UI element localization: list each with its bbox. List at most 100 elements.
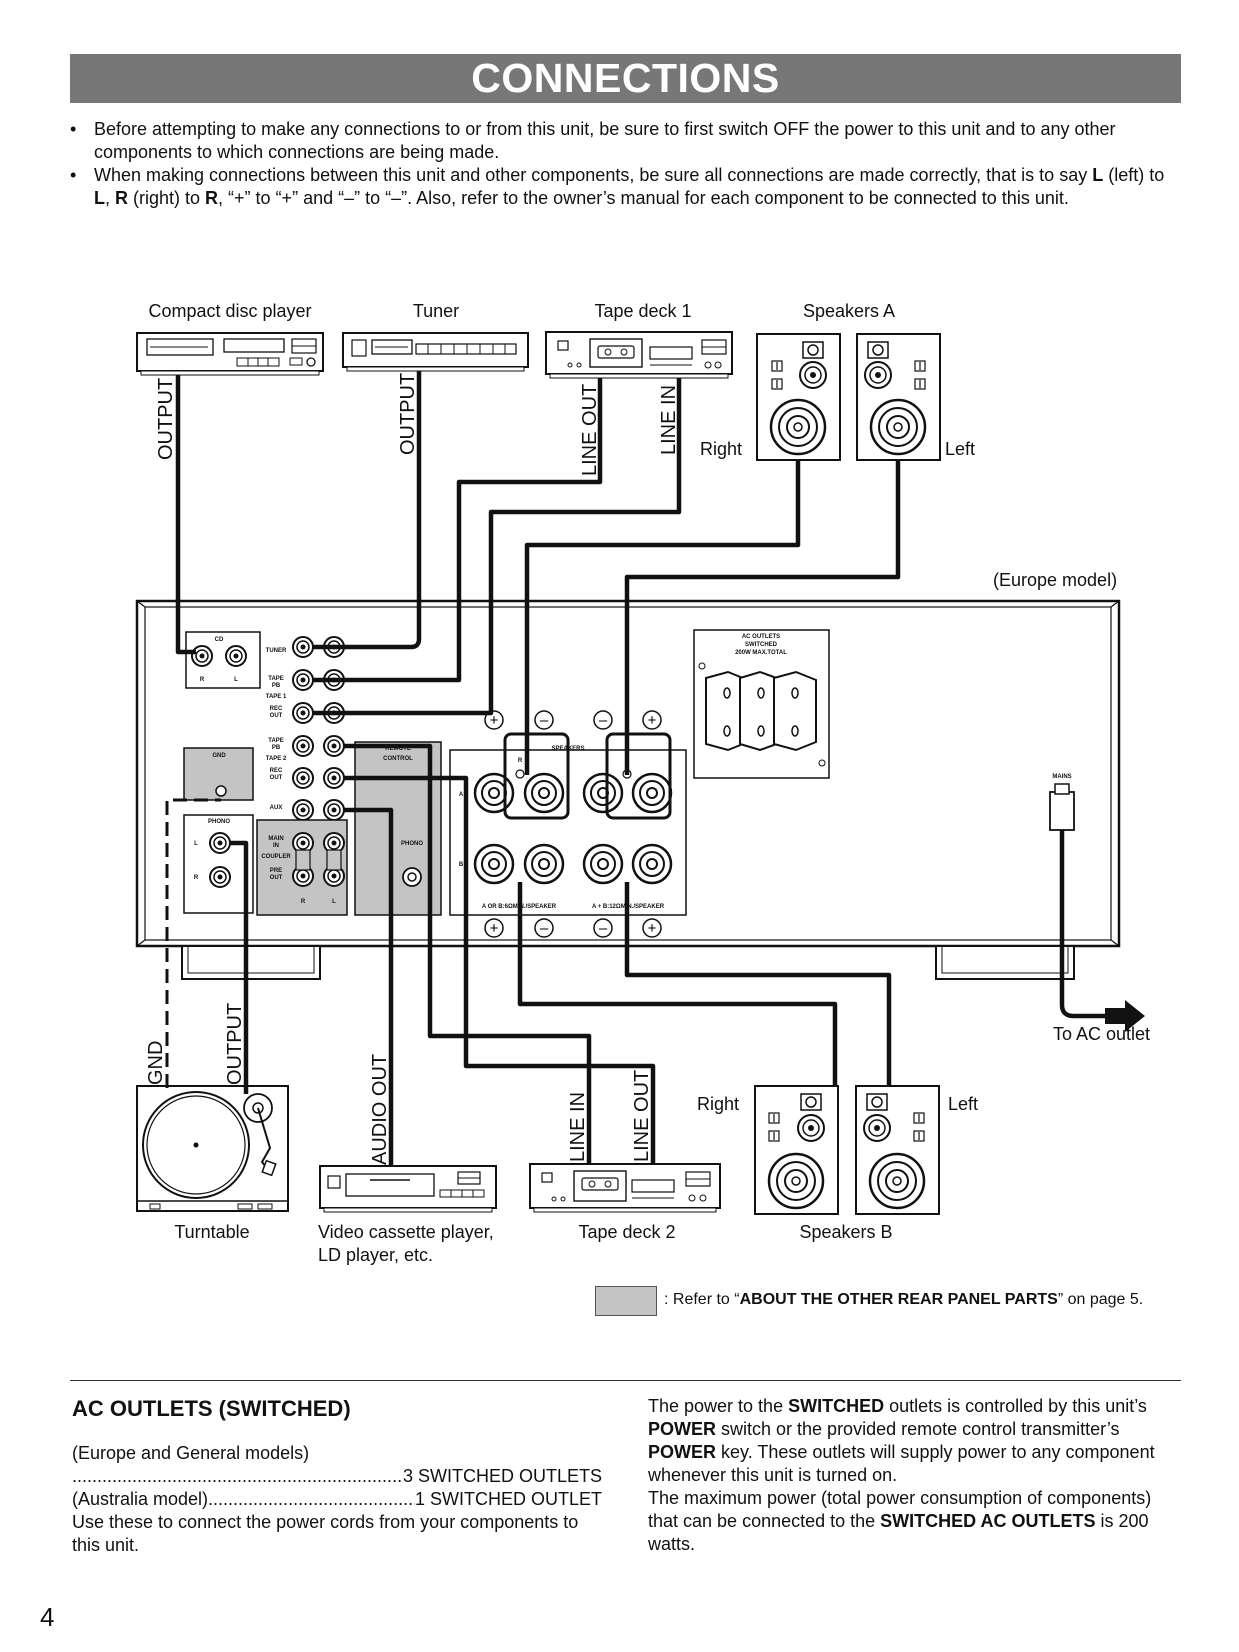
cable-tape2-line-out [344, 775, 656, 1164]
vcr-unit [319, 1165, 497, 1213]
speaker-b-right [754, 1085, 839, 1215]
r5: switch or the provided remote control tr… [716, 1419, 1120, 1439]
panel-tape1-pb-bottom: PB [272, 683, 281, 689]
panel-tape1-out: OUT [270, 713, 283, 719]
label-tape-deck-2: Tape deck 2 [578, 1222, 675, 1242]
cable-tape1-line-in [313, 378, 682, 716]
label-tape1-line-in: LINE IN [658, 385, 680, 455]
label-cd-output: OUTPUT [155, 378, 177, 460]
r10: is 200 watts. [648, 1511, 1149, 1554]
panel-in-label: IN [273, 843, 279, 849]
label-right-a: Right [700, 439, 742, 459]
title-banner: CONNECTIONS [70, 54, 1181, 103]
marker-plus-4: + [648, 920, 657, 937]
panel-gnd-label: GND [212, 753, 226, 759]
label-tape2-line-out: LINE OUT [631, 1070, 653, 1162]
cable-tape1-line-out [313, 378, 603, 683]
marker-minus-2: – [599, 712, 608, 729]
panel-tape1-pb-top: TAPE [268, 676, 284, 682]
marker-minus-1: – [540, 712, 549, 729]
panel-pre-out-label: OUT [270, 875, 283, 881]
r6: POWER [648, 1442, 717, 1462]
speaker-jumpers [503, 732, 672, 820]
mains-label: MAINS [1052, 774, 1071, 780]
ac-outlets-heading: AC OUTLETS (SWITCHED) [72, 1396, 351, 1421]
marker-plus-3: + [490, 920, 499, 937]
ac-outlets-left-column: (Europe and General models) 3 SWITCHED O… [72, 1442, 602, 1557]
speaker-r-label: R [518, 758, 523, 764]
panel-remote-phono-label: PHONO [401, 841, 423, 847]
panel-tape2-pb-bottom: PB [272, 745, 281, 751]
tape-deck-2-unit [529, 1163, 721, 1213]
r9: SWITCHED AC OUTLETS [880, 1511, 1096, 1531]
panel-tape1-label: TAPE 1 [266, 694, 287, 700]
r3: outlets is controlled by this unit’s [884, 1396, 1147, 1416]
coupler-r-label: R [301, 899, 306, 905]
switched-3-outlets: 3 SWITCHED OUTLETS [402, 1466, 602, 1486]
label-tuner: Tuner [413, 301, 459, 321]
phono-r-label: R [194, 875, 199, 881]
coupler-l-label: L [332, 899, 336, 905]
panel-phono-label: PHONO [208, 819, 230, 825]
label-vcr-line-2: LD player, etc. [318, 1245, 433, 1265]
models-line: (Europe and General models) [72, 1443, 310, 1463]
panel-tape2-label: TAPE 2 [266, 756, 287, 762]
r2: SWITCHED [788, 1396, 885, 1416]
ac-outlet-arrow [1105, 1000, 1145, 1032]
panel-tape2-pb-top: TAPE [268, 738, 284, 744]
section-divider [70, 1380, 1181, 1381]
cable-turntable [230, 840, 249, 1094]
legend-text: : Refer to “ABOUT THE OTHER REAR PANEL P… [664, 1290, 1143, 1310]
cable-tape2-line-in [344, 743, 592, 1164]
panel-tape2-out: OUT [270, 775, 283, 781]
panel-coupler-label: COUPLER [261, 854, 291, 860]
bullet-2-text-a: When making connections between this uni… [94, 165, 1093, 185]
label-tape1-line-out: LINE OUT [579, 384, 601, 476]
cable-tuner [313, 371, 422, 650]
max-power-description: The maximum power (total power consumpti… [648, 1487, 1183, 1556]
label-to-ac-outlet: To AC outlet [1053, 1024, 1150, 1044]
cable-speaker-b-left [624, 882, 892, 1086]
panel-cd-label: CD [215, 637, 224, 643]
australia-outlets-row: (Australia model) 1 SWITCHED OUTLET [72, 1488, 602, 1511]
cable-mains [1059, 830, 1105, 1019]
cable-cd [175, 375, 196, 655]
cable-speaker-b-right [517, 882, 838, 1086]
europe-outlets-row: 3 SWITCHED OUTLETS [72, 1465, 602, 1488]
cd-l-label: L [234, 677, 238, 683]
bullet-power-off: Before attempting to make any connection… [70, 118, 1180, 164]
polarity-markers-bottom: + – – + [484, 918, 662, 938]
phono-l-label: L [194, 841, 198, 847]
marker-minus-3: – [540, 920, 549, 937]
ac-outlets-label-3: 200W MAX.TOTAL [735, 650, 787, 656]
r4: POWER [648, 1419, 717, 1439]
polarity-markers-top: + – – + [484, 710, 662, 730]
bullet-correct-connections: When making connections between this uni… [70, 164, 1180, 210]
cable-speaker-a-left [624, 460, 901, 775]
bullet-2-R: R [115, 188, 129, 208]
r7: key. These outlets will supply power to … [648, 1442, 1155, 1485]
r1: The power to the [648, 1396, 789, 1416]
bullet-2-L: L [1092, 165, 1104, 185]
label-speakers-a: Speakers A [803, 301, 895, 321]
bullet-1-text: Before attempting to make any connection… [94, 119, 1116, 162]
legend-prefix: : Refer to “ [664, 1291, 740, 1308]
label-speakers-b: Speakers B [799, 1222, 892, 1242]
cd-r-label: R [200, 677, 205, 683]
label-right-b: Right [697, 1094, 739, 1114]
cable-vcr [344, 807, 394, 1166]
panel-pre-label: PRE [270, 868, 282, 874]
ac-outlets-label-2: SWITCHED [745, 642, 778, 648]
speaker-row-b-label: B [459, 862, 464, 868]
intro-bullets: Before attempting to make any connection… [70, 118, 1180, 210]
marker-minus-4: – [599, 920, 608, 937]
ac-outlets-right-column: The power to the SWITCHED outlets is con… [648, 1395, 1183, 1556]
bullet-2-L2: L [94, 188, 105, 208]
bullet-2-text-b: (left) to [1103, 165, 1165, 185]
turntable-unit [136, 1085, 289, 1212]
label-vcr-line-1: Video cassette player, [318, 1222, 494, 1242]
speaker-a-right [756, 333, 841, 461]
label-turntable: Turntable [174, 1222, 249, 1242]
cables [175, 371, 1105, 1166]
cable-gnd [165, 798, 221, 1088]
